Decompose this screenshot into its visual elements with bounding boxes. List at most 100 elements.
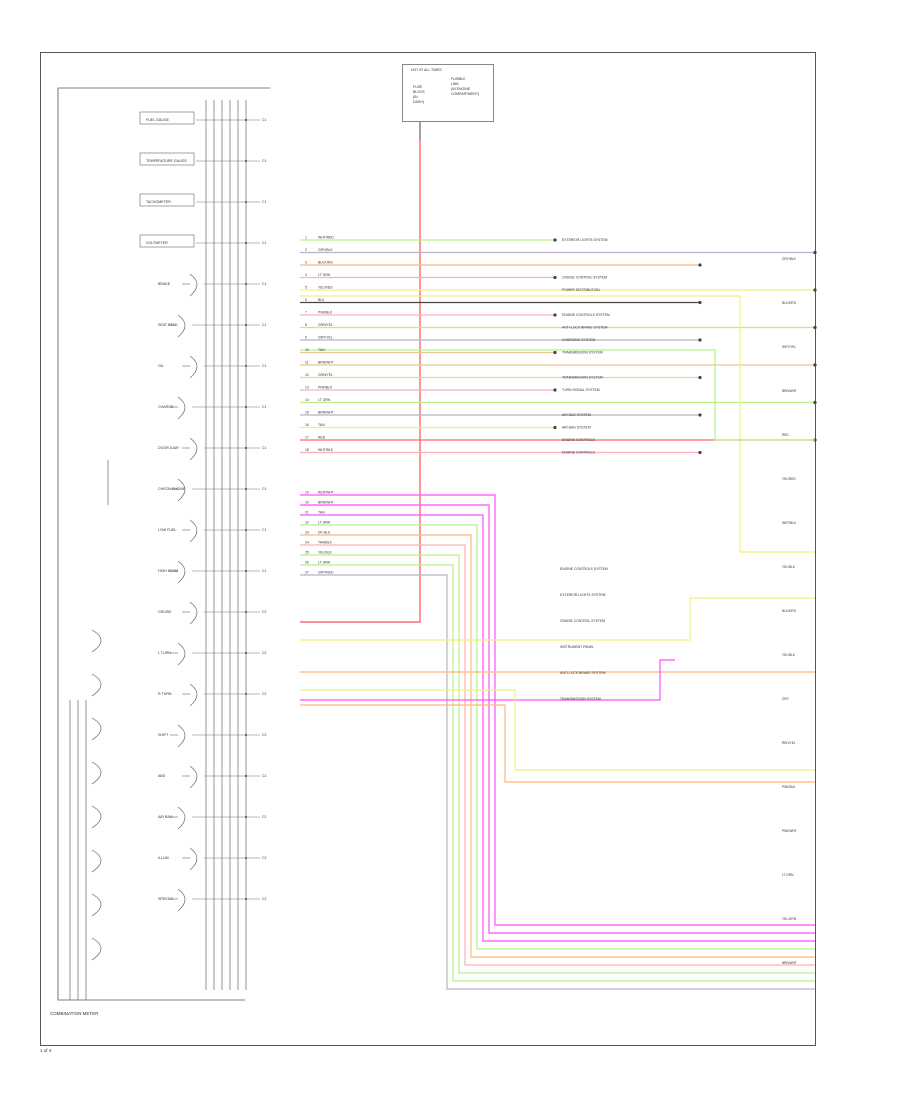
component-label: OIL	[158, 364, 164, 368]
wire-color-label: BRN/WHT	[318, 361, 334, 365]
splice-dot	[245, 242, 247, 244]
connector-pin: C1	[262, 241, 266, 245]
wire-color-label: GRN/YEL	[318, 373, 333, 377]
connector-pin: C2	[262, 815, 266, 819]
component-label: VOLTMETER	[146, 241, 168, 245]
bundle-pin: 21	[305, 511, 309, 515]
bundle-wire	[300, 524, 815, 950]
wire-destination: ENGINE CONTROLS	[562, 438, 596, 442]
system-note: TRANSMISSION SYSTEM	[560, 697, 601, 701]
indicator-bulb	[189, 437, 198, 461]
right-edge-label: BLK/ORG	[782, 609, 797, 613]
connector-pin: C2	[262, 856, 266, 860]
bundle-wire	[300, 494, 815, 926]
indicator-bulb	[177, 888, 186, 912]
wire-pin: 18	[305, 448, 309, 452]
splice-dot	[245, 857, 247, 859]
lamp-symbol	[91, 893, 102, 917]
wire-destination: TURN SIGNAL SYSTEM	[562, 388, 600, 392]
wire-color-label: GRN/YEL	[318, 323, 333, 327]
wire-run	[300, 295, 815, 553]
wire-terminal	[813, 288, 817, 292]
indicator-bulb	[177, 560, 186, 584]
wire-terminal	[698, 338, 702, 342]
connector-pin: C1	[262, 282, 266, 286]
wire-terminal	[813, 400, 817, 405]
splice-dot	[245, 406, 247, 408]
splice-dot	[245, 119, 247, 121]
component-label: AIR BAG	[158, 815, 173, 819]
lamp-symbol	[91, 673, 102, 697]
wire-destination: TRANSMISSION SYSTEM	[562, 376, 603, 380]
wire-color-label: LT GRN	[318, 398, 331, 402]
gauge-box	[139, 111, 195, 125]
wire-pin: 3	[305, 261, 307, 265]
indicator-bulb	[177, 806, 186, 830]
lamp-symbol	[91, 849, 102, 873]
component-label: TEMPERATURE GAUGE	[146, 159, 187, 163]
wire-destination: AIR BAG SYSTEM	[562, 413, 591, 417]
fusible-link-line-4: COMPARTMENT)	[451, 92, 480, 96]
right-edge-label: GRY	[782, 697, 790, 701]
system-note: ENGINE CONTROLS SYSTEM	[560, 567, 608, 571]
splice-dot	[245, 816, 247, 818]
connector-pin: C2	[262, 651, 266, 655]
wire-color-label: TAN	[318, 423, 325, 427]
fuse-block-line-4: DASH)	[413, 100, 424, 104]
wire-destination: TRANSMISSION SYSTEM	[562, 351, 603, 355]
bundle-color-label: RED/WHT	[318, 491, 334, 495]
component-label: DOOR AJAR	[158, 446, 179, 450]
splice-dot	[245, 529, 247, 531]
connector-pin: C2	[262, 897, 266, 901]
component-label: BRAKE	[158, 282, 171, 286]
lamp-symbol	[91, 761, 102, 785]
lamp-symbol	[91, 717, 102, 741]
bundle-wire	[300, 574, 815, 990]
wire-color-label: GRY/BLK	[318, 248, 333, 252]
right-edge-label: GRY/BLK	[782, 257, 797, 261]
wire-pin: 7	[305, 311, 307, 315]
wire-destination: ANTI-LOCK BRAKE SYSTEM	[562, 326, 608, 330]
indicator-bulb	[177, 478, 186, 502]
bundle-pin: 27	[305, 571, 309, 575]
component-label: CHARGE	[158, 405, 174, 409]
wire-color-label: GRY/YEL	[318, 336, 333, 340]
wire-terminal	[553, 275, 557, 280]
wire-color-label: RED	[318, 436, 326, 440]
bundle-pin: 24	[305, 541, 309, 545]
system-note: INSTRUMENT PANEL	[560, 645, 594, 649]
indicator-bulb	[177, 642, 186, 666]
wire-color-label: WHT/BLK	[318, 448, 334, 452]
wire-pin: 8	[305, 323, 307, 327]
wire-terminal	[698, 263, 702, 267]
wire-terminal	[553, 238, 557, 242]
right-edge-label: WHT/BLK	[782, 521, 797, 525]
component-label: LOW FUEL	[158, 528, 176, 532]
bundle-color-label: DK BLU	[318, 531, 331, 535]
bundle-color-label: BRN/WHT	[318, 501, 334, 505]
bundle-wire	[300, 544, 815, 966]
wire-color-label: BRN/WHT	[318, 411, 334, 415]
right-edge-label: BRN/WHT	[782, 389, 797, 393]
component-label: L TURN	[158, 651, 171, 655]
wire-color-label: PNK/BLK	[318, 311, 333, 315]
splice-dot	[245, 447, 247, 449]
component-label: HIGH BEAM	[158, 569, 178, 573]
wire-destination: EXTERIOR LIGHTS SYSTEM	[562, 238, 608, 242]
wire-terminal	[553, 350, 557, 355]
right-edge-label: LT GRN	[782, 873, 794, 877]
wire-run	[300, 659, 675, 701]
component-label: ILLUM	[158, 856, 169, 860]
wire-pin: 16	[305, 423, 309, 427]
bundle-color-label: TAN/BLK	[318, 541, 333, 545]
bundle-wire	[300, 564, 815, 982]
wire-destination: POWER DISTRIBUTION	[562, 288, 600, 292]
power-source-title: HOT AT ALL TIMES	[411, 68, 442, 72]
connector-pin: C1	[262, 528, 266, 532]
right-edge-label: YEL/BLK	[782, 653, 796, 657]
bundle-pin: 19	[305, 491, 309, 495]
bundle-color-label: LT GRN	[318, 561, 331, 565]
splice-dot	[245, 693, 247, 695]
bundle-pin: 22	[305, 521, 309, 525]
wire-terminal	[813, 325, 817, 330]
